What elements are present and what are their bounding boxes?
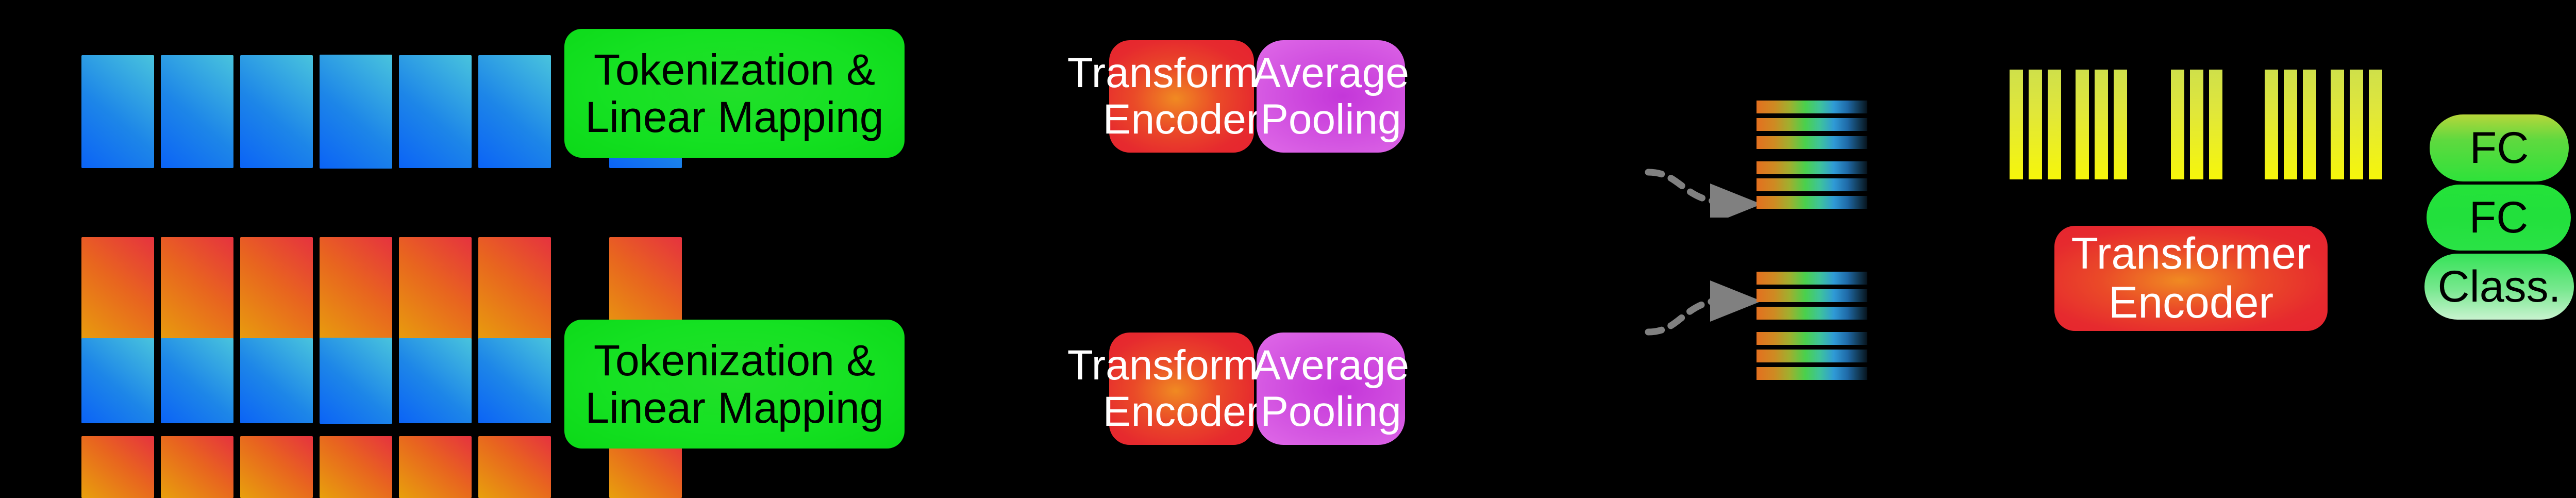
blue-token [320, 55, 392, 169]
feature-bar [2190, 70, 2203, 179]
blue-token [320, 338, 392, 424]
feature-bar [2010, 70, 2023, 179]
feature-bar [2303, 70, 2316, 179]
orange-token [399, 436, 472, 498]
feature-bar [2029, 70, 2042, 179]
feature-bar [2095, 70, 2108, 179]
orange-token [81, 436, 154, 498]
feature-bar [2209, 70, 2222, 179]
tokenization-box-label: Tokenization & Linear Mapping [585, 336, 884, 432]
orange-token [161, 237, 233, 345]
embedding-strip [1757, 350, 1867, 362]
blue-token [399, 338, 472, 423]
fusion-transformer-encoder-box[interactable]: Transformer Encoder [2054, 226, 2328, 331]
classifier-pill[interactable]: Class. [2424, 254, 2574, 320]
embedding-strip [1757, 178, 1867, 191]
feature-bar [2076, 70, 2089, 179]
blue-token [240, 338, 313, 423]
blue-token [161, 338, 233, 423]
blue-token [399, 55, 472, 168]
feature-bar [2171, 70, 2184, 179]
embedding-strip [1757, 136, 1867, 149]
fusion-encoder-label: Transformer Encoder [2071, 229, 2311, 327]
blue-token [81, 55, 154, 168]
classifier-pill-label: Class. [2437, 261, 2561, 311]
feature-bar [2350, 70, 2363, 179]
blue-token [81, 338, 154, 423]
feature-bar [2114, 70, 2127, 179]
orange-token [81, 237, 154, 345]
figure-canvas: Tokenization & Linear Mapping Transforme… [81, 29, 2574, 498]
fc-pill-2-label: FC [2469, 192, 2529, 242]
embedding-strip [1757, 367, 1867, 380]
average-pooling-box[interactable]: Average Pooling [1252, 40, 1409, 153]
feature-bar [2331, 70, 2344, 179]
transformer-encoder-box[interactable]: Transformer Encoder [1067, 40, 1296, 153]
pooling-box-label: Average Pooling [1252, 341, 1409, 435]
blue-token [478, 55, 551, 168]
orange-token [161, 436, 233, 498]
tokenization-linear-mapping-box[interactable]: Tokenization & Linear Mapping [564, 320, 905, 449]
fc-pill-1-label: FC [2469, 123, 2529, 173]
transformer-encoder-box[interactable]: Transformer Encoder [1067, 333, 1296, 445]
fc-pill-1[interactable]: FC [2430, 114, 2569, 181]
embedding-strip [1757, 196, 1867, 209]
feature-bar [2265, 70, 2278, 179]
feature-bar [2048, 70, 2061, 179]
embedding-strip [1757, 161, 1867, 174]
orange-token [240, 436, 313, 498]
embedding-strip [1757, 307, 1867, 320]
blue-token [161, 55, 233, 168]
blue-token [478, 338, 551, 423]
orange-token [320, 436, 392, 498]
dashed-arrow-top [1645, 169, 1762, 218]
orange-token [478, 436, 551, 498]
feature-bar [2369, 70, 2382, 179]
average-pooling-box[interactable]: Average Pooling [1252, 333, 1409, 445]
embedding-strip [1757, 101, 1867, 113]
embedding-strip [1757, 332, 1867, 345]
pooling-box-label: Average Pooling [1252, 49, 1409, 143]
fc-pill-2[interactable]: FC [2427, 185, 2571, 251]
blue-token [240, 55, 313, 168]
orange-token [320, 237, 392, 345]
orange-token [478, 237, 551, 345]
orange-token [240, 237, 313, 345]
embedding-strip [1757, 118, 1867, 131]
embedding-strip [1757, 289, 1867, 302]
dashed-arrow-bottom [1645, 280, 1762, 336]
tokenization-linear-mapping-box[interactable]: Tokenization & Linear Mapping [564, 29, 905, 158]
tokenization-box-label: Tokenization & Linear Mapping [585, 45, 884, 141]
feature-bar [2284, 70, 2297, 179]
embedding-strip [1757, 272, 1867, 285]
orange-token [399, 237, 472, 345]
